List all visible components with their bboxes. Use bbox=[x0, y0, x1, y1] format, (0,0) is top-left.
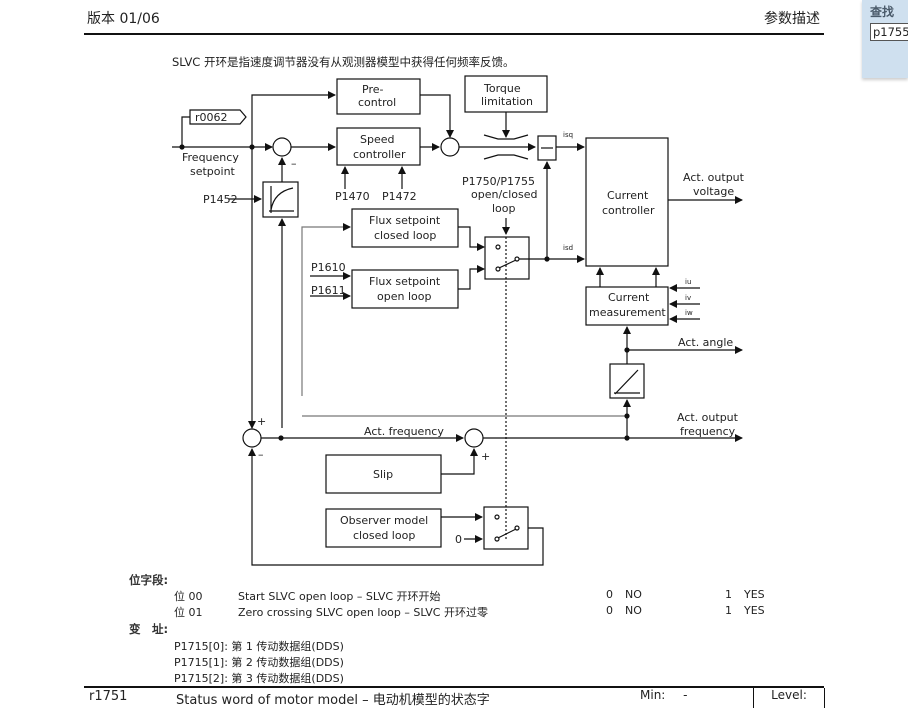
zero-input-label: 0 bbox=[455, 533, 462, 546]
bit-01-v0: 0 bbox=[606, 604, 613, 617]
p1472-label: P1472 bbox=[382, 190, 417, 203]
bit-01-id: 位 01 bbox=[174, 606, 203, 619]
ramp-curve-icon bbox=[269, 186, 294, 213]
precontrol-feed bbox=[251, 91, 336, 147]
current-controller-text-1: Current bbox=[607, 189, 649, 202]
bit-01-v0-label: NO bbox=[625, 604, 642, 617]
param-divider bbox=[84, 686, 824, 688]
precontrol-text-2: control bbox=[358, 96, 396, 109]
precontrol-block bbox=[336, 78, 421, 115]
bit-00-id: 位 00 bbox=[174, 590, 203, 603]
open-closed-switch bbox=[484, 236, 530, 280]
ramp-filter-block bbox=[262, 181, 299, 218]
act-frequency-label: Act. frequency bbox=[364, 425, 444, 438]
bit-field-label: 位字段: bbox=[129, 573, 169, 587]
observer-feedback bbox=[248, 448, 544, 566]
integrator-ramp-icon bbox=[614, 369, 640, 395]
p1611-label: P1611 bbox=[311, 284, 346, 297]
bit-01-v1: 1 bbox=[725, 604, 732, 617]
bit-00-v0: 0 bbox=[606, 588, 613, 601]
switch-param-label-1: P1750/P1755 bbox=[462, 175, 535, 188]
find-input[interactable]: p1755 bbox=[870, 23, 908, 41]
act-output-frequency-1: Act. output bbox=[677, 411, 739, 424]
intro-text: SLVC 开环是指速度调节器没有从观测器模型中获得任何频率反馈。 bbox=[172, 55, 515, 69]
act-output-voltage-1: Act. output bbox=[683, 171, 745, 184]
observer-text-2: closed loop bbox=[353, 529, 415, 542]
bit-01-desc: Zero crossing SLVC open loop – SLVC 开环过零 bbox=[238, 606, 488, 619]
find-label: 查找 bbox=[870, 5, 895, 19]
slvc-block-diagram: r0062 Frequency setpoint P1452 – Pre- co… bbox=[172, 75, 745, 566]
act-angle-label: Act. angle bbox=[678, 336, 733, 349]
flux-open-text-1: Flux setpoint bbox=[369, 275, 441, 288]
plus-sign: + bbox=[481, 450, 490, 463]
param-title: Status word of motor model – 电动机模型的状态字 bbox=[176, 693, 490, 708]
frequency-setpoint-label-1: Frequency bbox=[182, 151, 239, 164]
torque-text-1: Torque bbox=[483, 82, 521, 95]
param-id: r1751 bbox=[89, 689, 128, 704]
header-divider bbox=[84, 33, 824, 35]
sum-node-torque bbox=[440, 137, 460, 157]
r0062-tap bbox=[181, 116, 190, 147]
current-measurement-text-1: Current bbox=[608, 291, 650, 304]
document-version: 版本 01/06 bbox=[87, 11, 160, 27]
index-row: P1715[1]: 第 2 传动数据组(DDS) bbox=[174, 656, 344, 669]
bit-01-v1-label: YES bbox=[744, 604, 765, 617]
param-level: Level: bbox=[753, 688, 825, 708]
sum-node-frequency bbox=[242, 428, 262, 448]
bit-00-desc: Start SLVC open loop – SLVC 开环开始 bbox=[238, 590, 441, 603]
frequency-setpoint-label-2: setpoint bbox=[190, 165, 236, 178]
sum-node-speed bbox=[272, 137, 292, 157]
sum-node-slip bbox=[464, 428, 484, 448]
minus-sign: – bbox=[291, 157, 297, 170]
flux-closed-block bbox=[351, 208, 459, 248]
param-min: Min: - bbox=[640, 688, 688, 702]
speed-controller-text-1: Speed bbox=[360, 133, 394, 146]
index-row: P1715[0]: 第 1 传动数据组(DDS) bbox=[174, 640, 344, 653]
integrator-block bbox=[609, 363, 645, 399]
slip-text: Slip bbox=[373, 468, 393, 481]
min-label: Min: bbox=[640, 688, 666, 702]
act-output-frequency-2: frequency bbox=[680, 425, 736, 438]
level-label: Level: bbox=[771, 688, 807, 702]
current-measurement-text-2: measurement bbox=[589, 306, 666, 319]
torque-text-2: limitation bbox=[481, 95, 533, 108]
iw-label: iw bbox=[685, 309, 693, 317]
act-output-voltage-2: voltage bbox=[693, 185, 734, 198]
current-controller-block bbox=[585, 137, 669, 267]
index-row: P1715[2]: 第 3 传动数据组(DDS) bbox=[174, 672, 344, 685]
p1452-label: P1452 bbox=[203, 193, 238, 206]
document-section: 参数描述 bbox=[764, 11, 820, 27]
switch-param-label-2: open/closed bbox=[471, 188, 537, 201]
r0062-connector bbox=[189, 109, 247, 125]
isd-label: isd bbox=[563, 244, 573, 252]
flux-open-text-2: open loop bbox=[377, 290, 431, 303]
bit-00-v0-label: NO bbox=[625, 588, 642, 601]
observer-model-block bbox=[325, 508, 442, 548]
iu-label: iu bbox=[685, 278, 691, 286]
speed-controller-text-2: controller bbox=[353, 148, 406, 161]
isq-label: isq bbox=[563, 131, 573, 139]
flux-closed-text-1: Flux setpoint bbox=[369, 214, 441, 227]
iv-label: iv bbox=[685, 294, 691, 302]
r0062-label: r0062 bbox=[195, 111, 228, 124]
min-value: - bbox=[683, 688, 688, 702]
switch-param-label-3: loop bbox=[492, 202, 516, 215]
p1470-label: P1470 bbox=[335, 190, 370, 203]
precontrol-text-1: Pre- bbox=[362, 83, 383, 96]
bit-00-v1: 1 bbox=[725, 588, 732, 601]
minus-sign: – bbox=[258, 448, 264, 461]
flux-closed-text-2: closed loop bbox=[374, 229, 436, 242]
find-panel: 查找 p1755 bbox=[862, 0, 908, 78]
bit-00-v1-label: YES bbox=[744, 588, 765, 601]
current-controller-text-2: controller bbox=[602, 204, 655, 217]
divider-block bbox=[537, 135, 557, 161]
current-measurement-block bbox=[585, 286, 669, 326]
p1610-label: P1610 bbox=[311, 261, 346, 274]
observer-text-1: Observer model bbox=[340, 514, 428, 527]
plus-sign: + bbox=[257, 415, 266, 428]
limiter-upper bbox=[483, 134, 529, 140]
index-label: 变 址: bbox=[129, 622, 169, 636]
limiter-lower bbox=[483, 154, 529, 160]
